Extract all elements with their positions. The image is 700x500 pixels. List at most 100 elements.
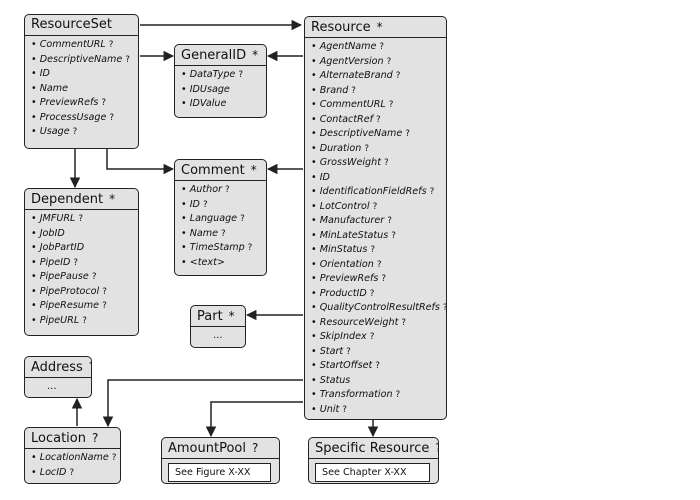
attribute-name: Status <box>319 374 351 386</box>
attribute-item: • CommentURL? <box>31 39 114 50</box>
attribute-name: LocID <box>39 466 67 478</box>
attribute-item: • Language? <box>181 213 245 224</box>
location-box: Location? • LocationName? • LocID? <box>24 427 121 484</box>
attribute-name: Usage <box>39 126 70 137</box>
attribute-name: DescriptiveName <box>319 128 403 139</box>
attribute-name: SkipIndex <box>319 331 367 342</box>
attribute-item: • SkipIndex? <box>311 331 375 342</box>
optional-marker: ? <box>69 467 75 478</box>
attribute-item: • Unit? <box>311 403 347 415</box>
attribute-item: • ContactRef? <box>311 113 381 125</box>
attribute-item: • DataType? <box>181 69 243 80</box>
optional-marker: ? <box>247 243 253 253</box>
specific-resource-title: Specific Resource? <box>309 438 438 459</box>
optional-marker: ? <box>381 274 387 284</box>
comment-box: Comment* • Author?• ID?• Language?• Name… <box>174 159 267 276</box>
optional-marker: ? <box>102 286 107 297</box>
attribute-item: • Name? <box>181 227 226 239</box>
resourceset-title: ResourceSet <box>25 15 138 36</box>
attribute-item: • Orientation? <box>311 258 382 270</box>
location-title: Location? <box>25 428 120 449</box>
optional-marker: ? <box>383 158 389 168</box>
optional-marker: ? <box>351 85 356 96</box>
attribute-item: • ResourceWeight? <box>311 316 407 328</box>
attribute-item: • ID <box>311 171 330 183</box>
attribute-name: LotControl <box>319 200 370 212</box>
attribute-item: • Usage? <box>31 126 78 137</box>
attribute-item: • JobPartID <box>31 242 85 253</box>
attribute-name: AgentVersion <box>319 55 384 67</box>
amountpool-box: AmountPool? See Figure X-XX <box>161 437 280 484</box>
attribute-name: IDValue <box>189 98 227 109</box>
address-box: Address? ... <box>24 356 92 398</box>
attribute-item: • AgentVersion? <box>311 55 392 67</box>
attribute-name: MinStatus <box>319 244 368 255</box>
attribute-name: PipeID <box>39 256 71 268</box>
attribute-item: • DescriptiveName? <box>31 53 130 65</box>
optional-marker: ? <box>202 199 208 210</box>
resource-title: Resource* <box>305 17 446 38</box>
amountpool-reference: See Figure X-XX <box>168 463 271 482</box>
attribute-item: • ID? <box>181 198 208 210</box>
attribute-item: • IDValue <box>181 98 227 109</box>
optional-marker: ? <box>379 42 385 52</box>
attribute-item: • Status <box>311 374 351 386</box>
attribute-name: Name <box>189 227 219 239</box>
attribute-name: ContactRef <box>319 113 373 125</box>
attribute-name: TimeStamp <box>189 242 245 253</box>
part-title: Part* <box>191 306 245 327</box>
attribute-name: GrossWeight <box>319 157 381 168</box>
attribute-name: DataType <box>189 69 236 80</box>
attribute-item: • TimeStamp? <box>181 242 253 253</box>
attribute-name: Name <box>39 82 69 94</box>
optional-marker: ? <box>82 315 87 326</box>
attribute-name: CommentURL <box>319 99 386 110</box>
attribute-item: • DescriptiveName? <box>311 128 410 139</box>
attribute-name: PipeResume <box>39 300 100 311</box>
optional-marker: ? <box>364 143 370 154</box>
optional-marker: ? <box>388 100 394 110</box>
attribute-name: AgentName <box>319 41 377 52</box>
dependent-box: Dependent* • JMFURL?• JobID• JobPartID• … <box>24 188 139 336</box>
attribute-name: PreviewRefs <box>319 273 379 284</box>
attribute-name: ID <box>39 68 50 79</box>
attribute-name: IdentificationFieldRefs <box>319 186 427 197</box>
optional-marker: ? <box>395 71 401 81</box>
attribute-name: JobID <box>39 227 65 239</box>
attribute-item: • Start? <box>311 345 351 357</box>
optional-marker: ? <box>370 245 375 255</box>
arrow-resourceset-to-comment <box>106 149 175 175</box>
attribute-item: • PipeProtocol? <box>31 285 107 297</box>
attribute-name: ProcessUsage <box>39 111 107 123</box>
optional-marker: ? <box>443 303 446 313</box>
attribute-item: • LocID? <box>31 466 75 478</box>
comment-title: Comment* <box>175 160 266 181</box>
attribute-item: • PipeID? <box>31 256 79 268</box>
optional-marker: ? <box>369 288 375 299</box>
attribute-item: • JMFURL? <box>31 213 84 224</box>
part-box: Part* ... <box>190 305 246 348</box>
attribute-item: • Manufacturer? <box>311 215 392 226</box>
attribute-item: • IDUsage <box>181 83 230 95</box>
attribute-item: • Name <box>31 82 69 94</box>
attribute-name: JMFURL <box>39 213 76 224</box>
attribute-name: ProductID <box>319 287 367 299</box>
attribute-name: ID <box>319 171 330 183</box>
attribute-name: ResourceWeight <box>319 316 399 328</box>
attribute-name: Duration <box>319 142 362 154</box>
optional-marker: ? <box>405 129 410 139</box>
attribute-name: LocationName <box>39 452 109 463</box>
attribute-item: • QualityControlResultRefs? <box>311 301 446 316</box>
resourceset-attributes: • CommentURL?• DescriptiveName?• ID• Nam… <box>25 36 138 140</box>
attribute-name: Transformation <box>319 389 393 400</box>
attribute-item: • Transformation? <box>311 389 401 400</box>
optional-marker: ? <box>395 390 401 400</box>
attribute-item: • AlternateBrand? <box>311 70 401 81</box>
attribute-name: PreviewRefs <box>39 97 99 108</box>
arrow-resource-to-amountpool <box>205 401 303 438</box>
attribute-item: • PreviewRefs? <box>31 97 107 108</box>
optional-marker: ? <box>101 98 107 108</box>
attribute-item: • LocationName? <box>31 452 117 463</box>
optional-marker: ? <box>73 257 79 268</box>
